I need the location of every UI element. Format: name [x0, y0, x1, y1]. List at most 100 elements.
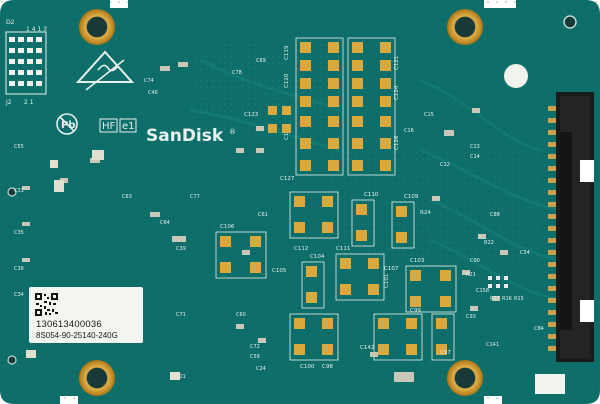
ref-c93: C93 [466, 314, 476, 320]
ref-c105: C105 [272, 268, 287, 274]
ref-c103: C103 [410, 258, 425, 264]
jumper-ref-d2: D2 [6, 19, 15, 26]
hf-mark: HF [102, 121, 116, 132]
ref-c64: C64 [160, 220, 170, 226]
esd-warning-icon [75, 50, 135, 91]
ref-c63: C63 [122, 194, 132, 200]
fiducial-white [504, 64, 528, 88]
pin-header [5, 31, 47, 95]
ref-c74: C74 [144, 78, 154, 84]
ref-c97: C97 [440, 350, 451, 356]
capacitor-array-mid [220, 196, 451, 355]
ref-c21: C21 [176, 374, 186, 380]
sata-connector [548, 92, 594, 362]
ref-c60: C60 [236, 312, 246, 318]
e1-box [119, 118, 137, 133]
electrolytic-caps [26, 150, 180, 380]
ref-c77: C77 [190, 194, 200, 200]
ref-c141: C141 [486, 342, 499, 348]
ref-c24: C24 [256, 366, 266, 372]
serial-number: 130613400036 [36, 319, 102, 330]
ref-c59: C59 [250, 354, 260, 360]
ref-c158: C158 [476, 288, 489, 294]
ref-r22: R22 [484, 240, 494, 246]
ref-c88: C88 [490, 212, 500, 218]
ref-c36: C36 [14, 266, 24, 272]
ref-c111: C111 [336, 246, 350, 252]
ref-c110: C110 [364, 192, 379, 198]
ref-c54: C54 [520, 250, 530, 256]
jumper-ref-j2: J2 [5, 99, 12, 106]
ref-c12: C12 [440, 162, 450, 168]
ref-c55: C55 [14, 144, 24, 150]
ref-c127: C127 [280, 176, 295, 182]
lead-free-icon: Pb [56, 113, 78, 135]
white-pad-bottom [535, 374, 565, 394]
ref-c78: C78 [232, 70, 242, 76]
ref-c120: C120 [284, 73, 290, 88]
ref-c101: C101 [384, 274, 390, 288]
ref-c15: C15 [424, 112, 434, 118]
refdes-left: C31 C35 C36 C34 C55 C63 C77 C64 C39 C61 … [14, 58, 268, 380]
qr-code-icon [34, 292, 59, 317]
capacitor-outlines-mid [215, 191, 457, 361]
ref-c112: C112 [294, 246, 308, 252]
ref-c84: C84 [534, 326, 544, 332]
hf-box [99, 118, 118, 133]
ref-c104: C104 [310, 254, 325, 260]
ref-c121: C121 [394, 56, 400, 70]
capacitor-c123 [268, 106, 291, 133]
small-hole-top-right [563, 15, 577, 29]
ref-c98: C98 [322, 364, 333, 370]
ref-r21: R21 [466, 272, 476, 278]
ref-c99: C99 [410, 308, 421, 314]
ref-c106: C106 [220, 224, 235, 230]
capacitor-array-outline [295, 37, 396, 176]
ref-r17: R17 [490, 296, 500, 302]
ref-c16: C16 [404, 128, 414, 134]
ref-c107: C107 [384, 266, 399, 272]
small-hole-mid-left [7, 187, 17, 197]
ref-r15: R15 [514, 296, 524, 302]
ref-c35: C35 [14, 230, 24, 236]
smd-passives [22, 62, 508, 382]
ref-c123: C123 [244, 112, 259, 118]
ref-c142: C142 [360, 345, 374, 351]
mount-hole-bottom-left [79, 360, 115, 396]
ref-c66: C69 [256, 58, 266, 64]
ref-c119: C119 [284, 45, 290, 60]
ref-c61: C61 [258, 212, 268, 218]
e1-mark: e1 [122, 121, 135, 132]
mount-hole-top-left [79, 9, 115, 45]
jumper-pins-top: 1 4 1 3 [26, 26, 47, 33]
test-pad-grid [488, 276, 508, 288]
capacitor-array-top [300, 42, 391, 171]
refdes-right: C15 C16 C12 C13 C14 C88 C90 R21 R22 C93 … [404, 112, 544, 348]
ref-c71: C71 [176, 312, 186, 318]
sandisk-reg-mark: ® [229, 128, 236, 136]
ref-c39: C39 [176, 246, 186, 252]
jumper-pins-bottom: 2 1 [24, 99, 34, 106]
ref-c109: C109 [404, 194, 419, 200]
model-number: 8S054-90-25140-240G [36, 331, 118, 340]
mount-hole-bottom-right [447, 360, 483, 396]
ref-c124: C124 [394, 85, 400, 100]
ref-c34: C34 [14, 292, 24, 298]
ref-c72: C72 [250, 344, 260, 350]
mount-hole-top-right [447, 9, 483, 45]
ref-c90: C90 [470, 258, 480, 264]
mounting-holes [7, 9, 577, 396]
sandisk-logo: SanDisk [146, 126, 224, 146]
pcb-traces [189, 58, 561, 302]
ref-c31: C31 [14, 188, 24, 194]
ref-c46: C46 [148, 90, 158, 96]
ref-c126: C126 [394, 135, 400, 150]
ref-c13: C13 [470, 144, 480, 150]
ref-c100: C100 [300, 364, 315, 370]
ref-r24: R24 [420, 210, 431, 216]
small-hole-bottom-left [7, 355, 17, 365]
svg-text:Pb: Pb [61, 120, 76, 131]
ref-r16: R16 [502, 296, 512, 302]
ref-c14: C14 [470, 154, 480, 160]
